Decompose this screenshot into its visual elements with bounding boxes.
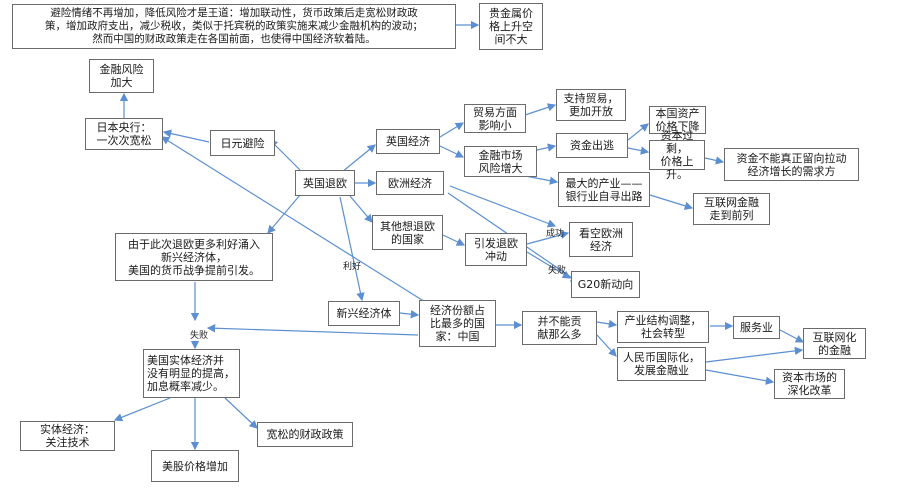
edge-surplus-nogrowth [704,156,725,165]
edge-services-internet [779,329,805,343]
node-uk-assets: 本国资产 价格下降 [649,106,706,134]
node-exit-shock: 引发退欧 冲动 [465,233,527,266]
edge-limited-restructure [596,319,618,329]
node-uk-economy: 英国经济 [376,129,440,154]
edge-uk-trade [439,122,465,138]
node-eu-economy: 欧洲经济 [376,171,444,195]
node-brexit: 英国退欧 [295,170,355,196]
node-emerging: 新兴经济体 [328,301,400,326]
edge-label-fail-g20: 失败 [548,266,567,276]
node-emerging-inflow: 由于此次退欧更多利好涌入 新兴经济体， 美国的货币战争提前引发。 [115,233,273,281]
node-top-note: 避险情绪不再增加，降低风险才是王道：增加联动性，货币政策后走宽松财政政 策，增加… [12,4,456,49]
edge-outflow-assets [627,123,649,141]
node-financial-risk: 金融风险 加大 [89,59,154,93]
edge-outflow-surplus [627,146,650,155]
edge-exit-short [526,230,570,245]
node-rmb: 人民币国际化， 发展金融业 [617,347,706,381]
edge-rmb-internet [705,346,804,363]
edge-label-success: 成功 [546,229,565,239]
node-support-trade: 支持贸易， 更加开放 [556,89,626,121]
edge-emerging-china [399,310,420,319]
node-bank-industry: 最大的产业—— 银行业自寻出路 [558,172,650,207]
edge-label-fail-us: 失败 [188,331,211,341]
edge-eu-short [449,185,557,228]
edge-usreal-realeco [113,397,171,422]
edge-yen-boj [162,129,210,143]
node-fin-market: 金融市场 风险增大 [464,146,537,177]
edge-limited-rmb [596,334,617,357]
edge-china-fail [206,324,419,336]
edge-rmb-capitalmkt [705,369,775,385]
node-capital-surplus: 资本过剩， 价格上升。 [649,129,705,181]
edge-usreal-fiscal [224,397,258,429]
node-capital-outflow: 资金出逃 [556,133,628,158]
node-china-share: 经济份额占 比最多的国 家：中国 [419,300,496,347]
node-internet-finance: 互联网化 的金融 [803,328,866,359]
node-other-countries: 其他想退欧 的国家 [372,215,443,250]
node-us-stocks: 美股价格增加 [151,450,239,482]
edge-brexit-uk [341,144,376,173]
node-boj: 日本央行： 一次次宽松 [85,118,163,150]
node-us-real: 美国实体经济并 没有明显的提高， 加息概率减少。 [143,349,240,398]
node-short-europe: 看空欧洲 经济 [569,222,633,257]
node-loose-fiscal: 宽松的财政政策 [257,422,353,447]
node-g20: G20新动向 [571,271,640,298]
edge-brexit-emerging [339,196,365,302]
edge-other-exit [442,234,466,246]
edge-trade-support [524,103,557,116]
edge-brexit-other [349,195,373,223]
edge-finmkt-outflow [536,143,557,152]
node-trade: 贸易方面 影响小 [464,104,526,133]
edge-uk-finmkt [439,145,465,158]
node-restructure: 产业结构调整， 社会转型 [617,311,709,343]
node-real-economy: 实体经济： 关注技术 [20,421,115,451]
edge-exit-g20 [526,251,572,279]
node-services: 服务业 [733,316,780,339]
node-capital-market: 资本市场的 深化改革 [774,369,845,399]
node-precious-metals: 贵金属价 格上升空 间不大 [479,3,543,50]
edge-china-boj [160,136,431,306]
edge-bank-internet [649,194,694,210]
node-internet-finance-front: 互联网金融 走到前列 [693,193,770,225]
node-no-growth: 资金不能真正留向拉动 经济增长的需求方 [724,148,859,181]
node-yen-hedge: 日元避险 [210,130,275,156]
edge-brexit-yen [269,139,301,171]
node-limited: 并不能贡 献那么多 [522,311,597,345]
edge-label-benefit: 利好 [343,262,362,272]
